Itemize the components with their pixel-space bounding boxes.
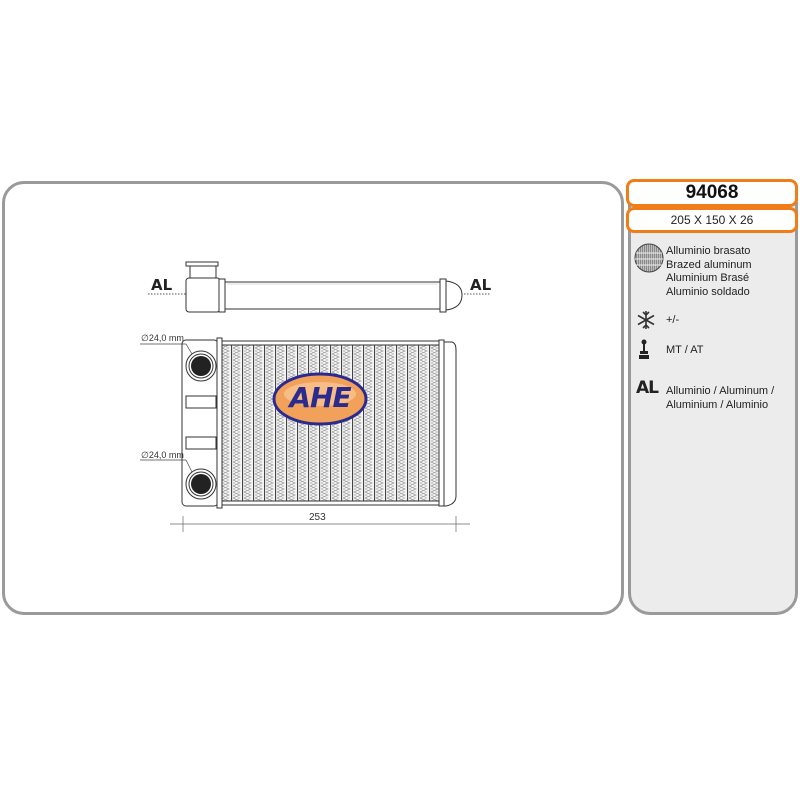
product-dimensions: 205 X 150 X 26	[626, 207, 798, 233]
feature-line: Aluminium Brasé	[666, 272, 750, 284]
al-material-icon: AL	[636, 378, 659, 398]
top-left-material-label: AL	[151, 276, 173, 294]
gear-shift-icon	[639, 339, 649, 359]
upper-pipe-diameter-label: ∅24,0 mm	[141, 333, 184, 343]
logo-text: AHE	[289, 381, 351, 414]
lower-pipe-diameter-label: ∅24,0 mm	[141, 450, 184, 460]
feature-line: Aluminio soldado	[666, 285, 750, 298]
ahe-logo	[272, 372, 368, 426]
top-view-drawing	[148, 261, 490, 313]
snowflake-icon	[637, 311, 655, 329]
product-code: 94068	[626, 179, 798, 207]
feature-line: Aluminium / Aluminio	[666, 398, 769, 411]
ac-value: +/-	[666, 314, 680, 326]
feature-line: Alluminio brasato	[666, 245, 751, 257]
brazed-core-icon	[634, 243, 664, 273]
feature-line: Alluminio / Aluminum /	[666, 385, 775, 397]
front-view-drawing	[140, 337, 470, 532]
top-right-material-label: AL	[470, 276, 492, 294]
width-dimension-label: 253	[309, 512, 326, 523]
transmission-value: MT / AT	[666, 344, 704, 356]
feature-line: Brazed aluminum	[666, 258, 752, 271]
